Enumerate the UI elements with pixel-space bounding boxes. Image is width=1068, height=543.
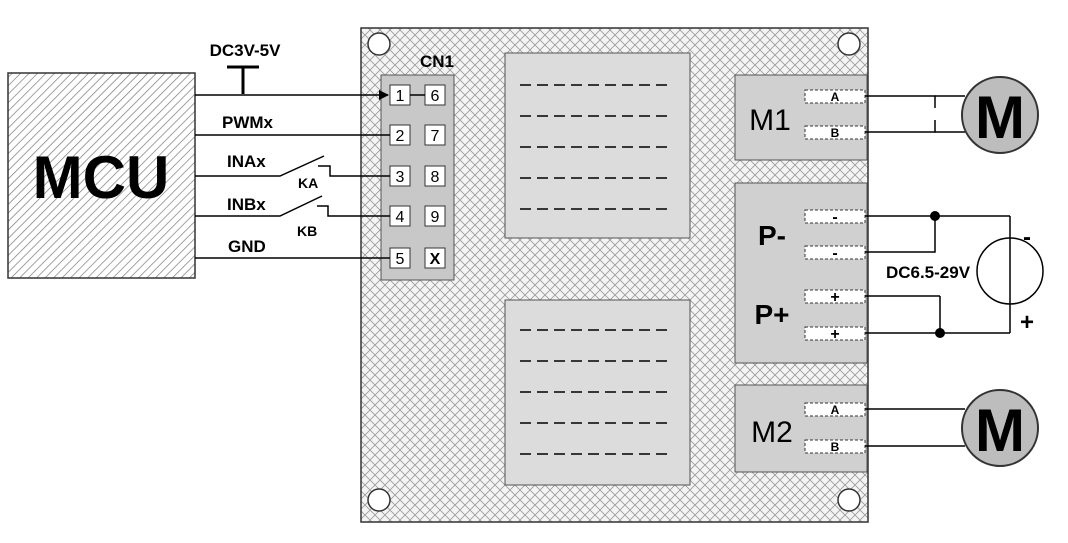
motor1-symbol [961,76,1039,154]
dc-source-minus: - [1023,224,1031,251]
motor1-port [734,74,868,161]
pin-2-label: 2 [396,128,405,145]
switch-ka-label: KA [298,175,318,191]
inb-wire [317,205,390,217]
motor1-wire-a [865,95,936,108]
power-terminal-pos-2-label: + [830,326,839,343]
power-neg-label: P- [758,220,786,251]
pin-8-label: 8 [431,169,440,186]
ina-wire [318,165,390,177]
motor1-port-label: M1 [749,104,791,137]
motor2-port [734,384,868,473]
dc-source-label: DC6.5-29V [886,263,971,282]
driver-chip-bottom [504,299,691,486]
motor2-symbol-label: M [975,397,1025,464]
pin-x-label: X [430,251,441,268]
pin-5-label: 5 [396,251,405,268]
motor1-terminal-a-label: A [831,90,840,104]
power-terminal-neg-1-label: - [832,209,837,226]
mounting-hole-top-right [837,32,861,56]
switch-kb [195,195,323,217]
signal-gnd-label: GND [228,237,266,256]
pin-9-label: 9 [431,209,440,226]
motor2-symbol [961,389,1039,467]
signal-pwm-label: PWMx [222,113,274,132]
switch-ka [195,155,325,177]
power-neg-junction [930,211,940,221]
switch-kb-label: KB [297,223,317,239]
power-terminal-neg-2-label: - [832,245,837,262]
driver-chip-top [504,52,691,239]
power-pos-label: P+ [754,299,789,330]
power-pos-junction [935,328,945,338]
dc-source-plus: + [1020,309,1034,336]
pin-7-label: 7 [431,128,440,145]
connector-label: CN1 [420,52,454,71]
mounting-hole-top-left [367,32,391,56]
mounting-hole-bottom-left [367,488,391,512]
motor1-symbol-label: M [975,84,1025,151]
pin-4-label: 4 [396,209,405,226]
mcu-block [7,72,196,279]
motor2-terminal-b-label: B [831,440,840,454]
signal-ina-label: INAx [227,152,266,171]
pin-6-label: 6 [431,88,440,105]
motor2-port-label: M2 [751,416,793,449]
motor1-terminal-b-label: B [831,126,840,140]
pin-3-label: 3 [396,169,405,186]
mcu-label: MCU [33,144,170,211]
pin-1-label: 1 [396,88,405,105]
power-terminal-pos-1-label: + [830,289,839,306]
mounting-hole-bottom-right [837,488,861,512]
connector-pins [389,84,446,269]
motor1-wire-b [865,120,936,133]
supply-tee-symbol [227,65,259,94]
motor2-terminal-a-label: A [831,403,840,417]
logic-supply-label: DC3V-5V [210,41,282,60]
signal-inb-label: INBx [227,195,266,214]
